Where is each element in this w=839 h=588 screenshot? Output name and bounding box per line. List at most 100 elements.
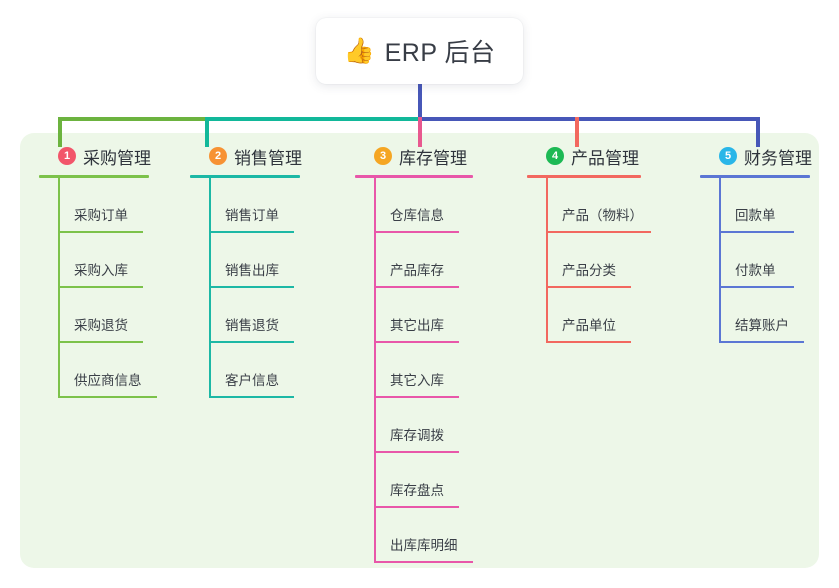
column-items-inventory: 仓库信息产品库存其它出库其它入库库存调拨库存盘点出库库明细 [355, 178, 473, 563]
menu-item-underline [719, 286, 794, 288]
column-underline [700, 175, 810, 178]
menu-item-label: 产品分类 [562, 263, 616, 278]
column-number-badge: 3 [374, 147, 392, 165]
menu-item[interactable]: 库存盘点 [355, 453, 473, 508]
menu-item-label: 回款单 [735, 208, 776, 223]
menu-item[interactable]: 结算账户 [700, 288, 812, 343]
menu-item[interactable]: 采购退货 [39, 288, 151, 343]
bus-green [58, 117, 205, 121]
menu-item-label: 仓库信息 [390, 208, 444, 223]
column-spine [719, 178, 721, 343]
menu-item[interactable]: 其它入库 [355, 343, 473, 398]
column-header-finance[interactable]: 5 财务管理 [700, 144, 812, 168]
menu-item-underline [209, 231, 294, 233]
drop-col-1 [58, 117, 62, 147]
bus-teal [205, 117, 420, 121]
menu-item-underline [58, 231, 143, 233]
column-underline [355, 175, 473, 178]
menu-item-underline [209, 341, 294, 343]
menu-item-underline [546, 341, 631, 343]
menu-item-underline [374, 451, 459, 453]
column-sales: 2 销售管理销售订单销售出库销售退货客户信息 [190, 144, 302, 398]
menu-item-underline [374, 506, 459, 508]
menu-item-label: 客户信息 [225, 373, 279, 388]
column-header-product[interactable]: 4 产品管理 [527, 144, 641, 168]
menu-item[interactable]: 客户信息 [190, 343, 302, 398]
menu-item-underline [209, 396, 294, 398]
menu-item-label: 产品（物料） [562, 208, 643, 223]
column-number-badge: 5 [719, 147, 737, 165]
menu-item[interactable]: 付款单 [700, 233, 812, 288]
column-items-product: 产品（物料） 产品分类产品单位 [527, 178, 651, 343]
menu-item[interactable]: 销售订单 [190, 178, 302, 233]
column-number-badge: 1 [58, 147, 76, 165]
menu-item[interactable]: 产品库存 [355, 233, 473, 288]
menu-item-label: 其它出库 [390, 318, 444, 333]
menu-item-underline [209, 286, 294, 288]
menu-item-label: 销售出库 [225, 263, 279, 278]
column-title: 库存管理 [399, 148, 467, 168]
menu-item[interactable]: 销售出库 [190, 233, 302, 288]
menu-item-underline [374, 396, 459, 398]
bus-indigo [420, 117, 758, 121]
column-title: 销售管理 [234, 148, 302, 168]
menu-item-label: 库存调拨 [390, 428, 444, 443]
menu-item-label: 付款单 [735, 263, 776, 278]
menu-item-label: 采购入库 [74, 263, 128, 278]
menu-item[interactable]: 供应商信息 [39, 343, 157, 398]
menu-item-label: 其它入库 [390, 373, 444, 388]
menu-item-underline [374, 286, 459, 288]
menu-item[interactable]: 出库库明细 [355, 508, 473, 563]
menu-item[interactable]: 采购入库 [39, 233, 151, 288]
column-title: 财务管理 [744, 148, 812, 168]
menu-item-underline [58, 341, 143, 343]
column-underline [39, 175, 149, 178]
menu-item[interactable]: 产品单位 [527, 288, 641, 343]
menu-item-underline [719, 231, 794, 233]
column-number-badge: 4 [546, 147, 564, 165]
menu-item[interactable]: 销售退货 [190, 288, 302, 343]
menu-item-underline [546, 286, 631, 288]
drop-col-5 [756, 117, 760, 147]
menu-item-underline [374, 341, 459, 343]
thumbs-up-icon: 👍 [343, 36, 375, 65]
menu-item[interactable]: 仓库信息 [355, 178, 473, 233]
column-header-inventory[interactable]: 3 库存管理 [355, 144, 473, 168]
column-spine [546, 178, 548, 343]
root-title-card: 👍 ERP 后台 [316, 18, 523, 84]
column-inventory: 3 库存管理仓库信息产品库存其它出库其它入库库存调拨库存盘点出库库明细 [355, 144, 473, 563]
menu-item-underline [374, 561, 473, 563]
diagram-panel [20, 133, 819, 568]
menu-item-underline [58, 286, 143, 288]
column-finance: 5 财务管理回款单付款单结算账户 [700, 144, 812, 343]
menu-item[interactable]: 采购订单 [39, 178, 151, 233]
menu-item-label: 出库库明细 [390, 538, 458, 553]
menu-item[interactable]: 回款单 [700, 178, 812, 233]
column-spine [374, 178, 376, 563]
menu-item[interactable]: 其它出库 [355, 288, 473, 343]
menu-item-label: 产品库存 [390, 263, 444, 278]
column-spine [58, 178, 60, 398]
page-title: ERP 后台 [384, 39, 496, 67]
column-product: 4 产品管理产品（物料） 产品分类产品单位 [527, 144, 651, 343]
root-trunk-connector [418, 84, 422, 119]
column-number-badge: 2 [209, 147, 227, 165]
column-title: 产品管理 [571, 148, 639, 168]
menu-item[interactable]: 产品分类 [527, 233, 641, 288]
drop-col-4 [575, 117, 579, 147]
menu-item-underline [58, 396, 157, 398]
menu-item-label: 供应商信息 [74, 373, 142, 388]
column-items-finance: 回款单付款单结算账户 [700, 178, 812, 343]
menu-item-underline [546, 231, 651, 233]
menu-item[interactable]: 产品（物料） [527, 178, 651, 233]
column-spine [209, 178, 211, 398]
menu-item-label: 采购退货 [74, 318, 128, 333]
menu-item-label: 销售订单 [225, 208, 279, 223]
menu-item-label: 产品单位 [562, 318, 616, 333]
menu-item[interactable]: 库存调拨 [355, 398, 473, 453]
column-header-sales[interactable]: 2 销售管理 [190, 144, 302, 168]
drop-col-3 [418, 117, 422, 147]
column-items-sales: 销售订单销售出库销售退货客户信息 [190, 178, 302, 398]
